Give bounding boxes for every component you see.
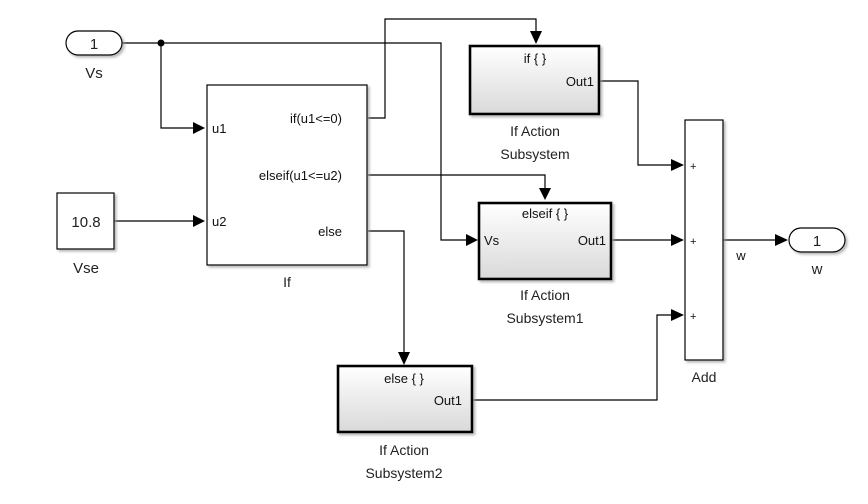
add-sign-2: + [690, 236, 696, 248]
outport-w[interactable]: 1 w [788, 227, 846, 278]
arrowhead-add-in1 [671, 159, 684, 171]
subsystem1-name-line2: Subsystem1 [506, 310, 583, 326]
outport-shape[interactable] [788, 227, 846, 253]
subsystem-name-line2: Subsystem [500, 146, 569, 162]
arrowhead-subsystem2-action [398, 352, 410, 365]
arrowhead-add-in3 [671, 309, 684, 321]
if-block-shape[interactable] [206, 84, 368, 266]
if-output-else: else [318, 224, 342, 239]
if-input-u1: u1 [212, 121, 226, 136]
wire-if-to-subsystem[interactable] [368, 18, 537, 119]
wire-subsystem-to-add[interactable] [600, 80, 671, 166]
wire-subsystem2-to-add[interactable] [473, 314, 671, 401]
add-block-shape[interactable] [684, 119, 724, 361]
wire-elseif-to-subsystem1[interactable] [368, 174, 546, 188]
if-block[interactable]: u1 u2 if(u1<=0) elseif(u1<=u2) else If [206, 84, 368, 290]
outport-name: w [811, 261, 823, 278]
add-block[interactable]: + + + Add [684, 119, 724, 385]
add-sign-3: + [690, 311, 696, 323]
outport-number: 1 [813, 233, 821, 250]
inport-shape[interactable] [65, 30, 123, 56]
signal-label-w[interactable]: w [735, 248, 746, 263]
inport-vs[interactable]: 1 Vs [65, 30, 123, 82]
subsystem2-name-line1: If Action [379, 442, 429, 458]
if-action-subsystem1[interactable]: elseif { } Vs Out1 If Action Subsystem1 [477, 201, 613, 326]
arrowhead-subsystem-action [530, 31, 542, 44]
constant-vse[interactable]: 10.8 Vse [56, 192, 115, 277]
subsystem1-action-label: elseif { } [522, 206, 569, 221]
constant-value: 10.8 [71, 214, 100, 231]
arrowhead-subsystem1-vs [466, 234, 478, 246]
subsystem-shape[interactable] [468, 44, 601, 116]
arrowhead-outport [775, 234, 788, 246]
add-sign-1: + [690, 161, 696, 173]
if-block-name: If [283, 274, 291, 290]
wire-else-to-subsystem2[interactable] [368, 230, 405, 352]
constant-name: Vse [73, 260, 99, 277]
if-output-if: if(u1<=0) [290, 111, 342, 126]
if-input-u2: u2 [212, 214, 226, 229]
subsystem-output-label: Out1 [566, 74, 594, 89]
if-action-subsystem[interactable]: if { } Out1 If Action Subsystem [468, 44, 601, 162]
subsystem2-name-line2: Subsystem2 [365, 465, 442, 481]
subsystem1-input-label: Vs [484, 233, 500, 248]
subsystem1-shape[interactable] [477, 201, 613, 281]
arrowhead-add-in2 [671, 234, 684, 246]
subsystem-name-line1: If Action [510, 123, 560, 139]
if-action-subsystem2[interactable]: else { } Out1 If Action Subsystem2 [336, 364, 474, 481]
add-block-name: Add [692, 369, 717, 385]
inport-number: 1 [90, 36, 98, 53]
arrowhead-u1 [193, 122, 205, 134]
subsystem2-shape[interactable] [336, 364, 474, 434]
subsystem2-action-label: else { } [384, 371, 424, 386]
subsystem1-output-label: Out1 [578, 233, 606, 248]
subsystem2-output-label: Out1 [434, 393, 462, 408]
subsystem1-name-line1: If Action [520, 287, 570, 303]
inport-name: Vs [85, 65, 103, 82]
if-output-elseif: elseif(u1<=u2) [259, 168, 342, 183]
arrowhead-subsystem1-action [539, 188, 551, 200]
constant-shape[interactable] [56, 192, 115, 250]
wire-vs-to-subsystem1[interactable] [122, 42, 466, 241]
subsystem-action-label: if { } [524, 51, 547, 66]
wire-vs-to-u1[interactable] [160, 43, 193, 129]
arrowhead-u2 [193, 215, 205, 227]
